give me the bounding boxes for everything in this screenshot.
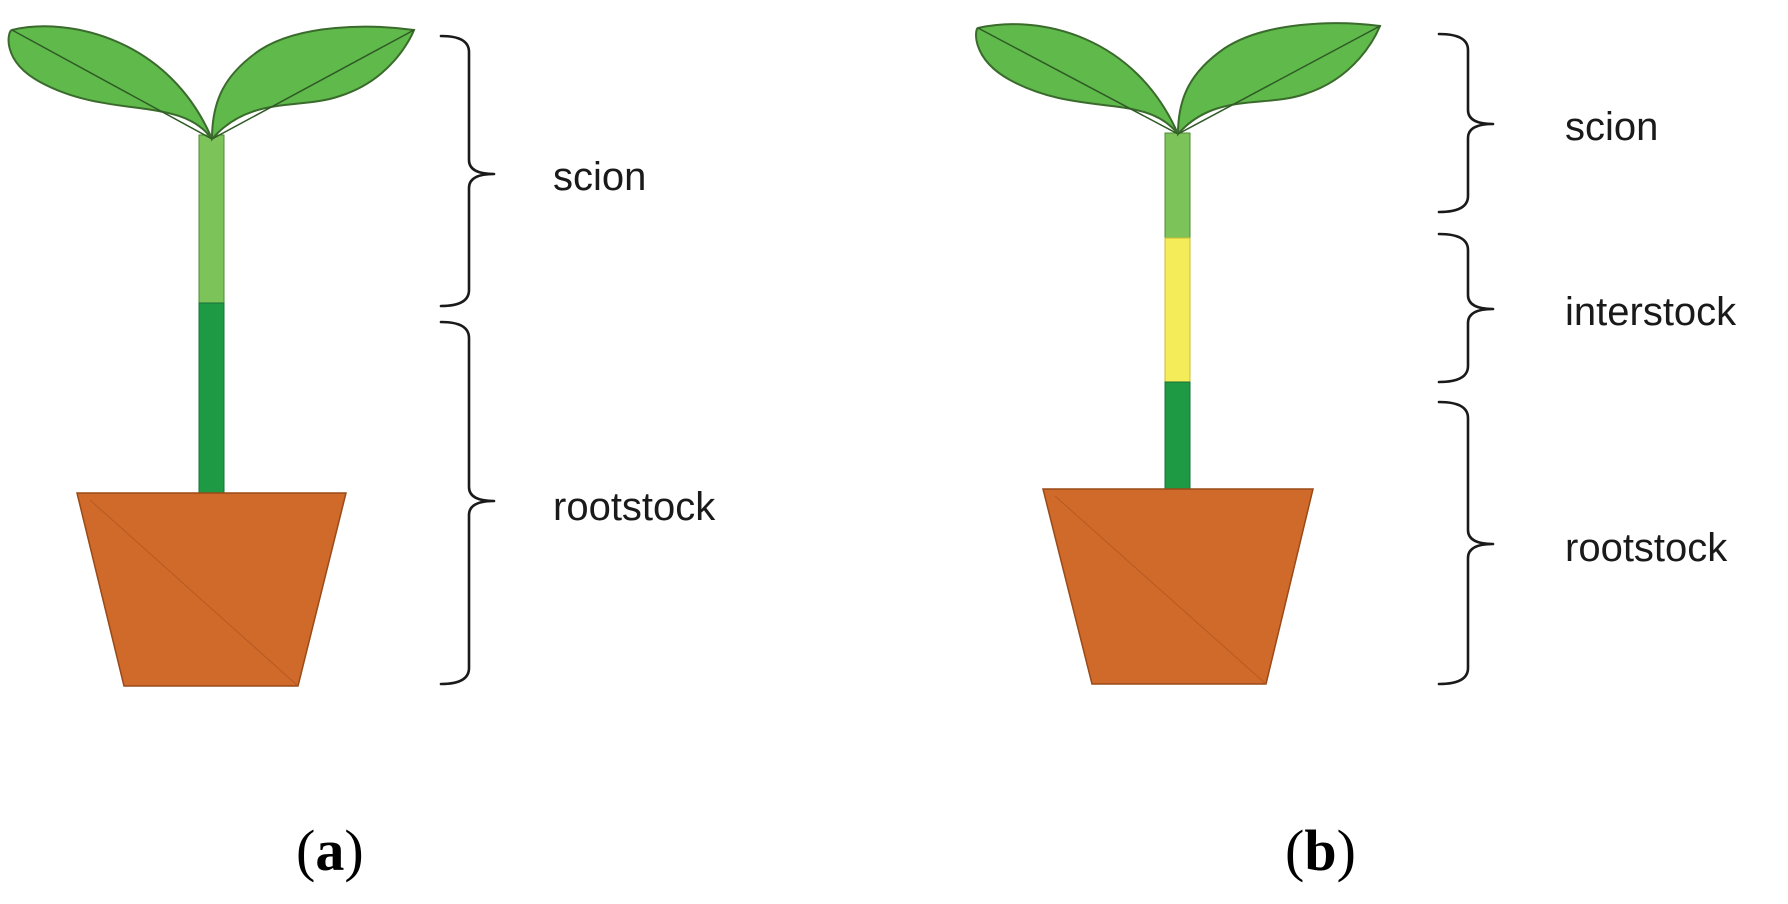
panel-a-caption: (a): [296, 818, 364, 883]
panel-b-scion-stem: [1164, 132, 1191, 239]
panel-a-rootstock-label: rootstock: [553, 485, 716, 529]
panel-a-caption-letter: a: [315, 818, 344, 883]
panel-b: scion interstock rootstock (b): [975, 22, 1737, 883]
panel-b-scion-brace: [1437, 32, 1495, 214]
panel-b-rootstock-brace: [1437, 400, 1495, 686]
panel-a-rootstock-brace: [439, 320, 496, 686]
panel-b-caption-letter: b: [1304, 818, 1336, 883]
panel-b-interstock-label: interstock: [1565, 290, 1737, 334]
panel-b-leaves: [975, 22, 1382, 137]
panel-a-scion-label: scion: [553, 155, 646, 199]
panel-b-rootstock-stem: [1164, 381, 1191, 493]
panel-b-interstock-brace: [1437, 232, 1495, 384]
panel-a-rootstock-stem: [198, 302, 225, 496]
panel-a-pot: [76, 492, 347, 687]
panel-b-scion-label: scion: [1565, 105, 1658, 149]
panel-b-caption: (b): [1285, 818, 1356, 883]
panel-a-scion-brace: [439, 34, 496, 308]
panel-a: scion rootstock (a): [7, 25, 716, 883]
panel-a-scion-stem: [198, 134, 225, 304]
panel-a-leaves: [7, 25, 416, 142]
panel-b-interstock-stem: [1164, 237, 1191, 383]
panel-b-pot: [1042, 488, 1314, 685]
panel-b-rootstock-label: rootstock: [1565, 526, 1728, 570]
